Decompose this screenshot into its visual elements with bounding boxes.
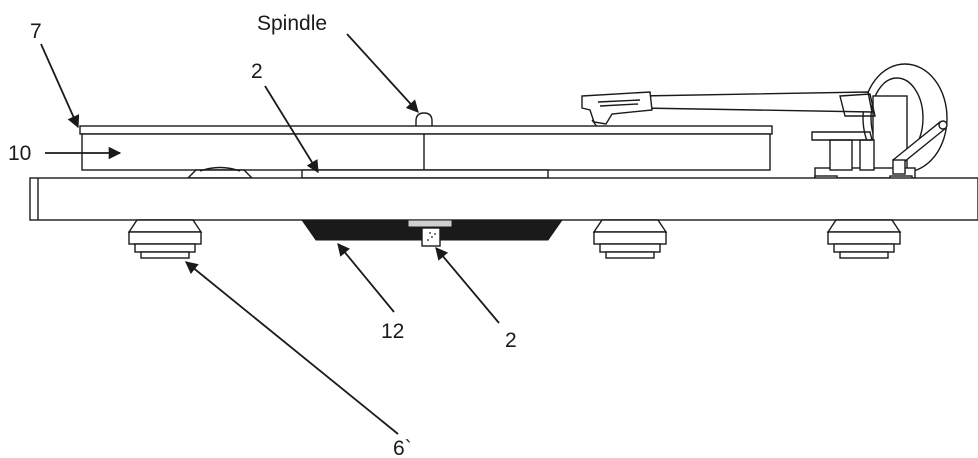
label-12: 12 xyxy=(381,320,404,343)
leader-spindle xyxy=(346,33,419,113)
platter-mat xyxy=(79,125,773,135)
foot-1 xyxy=(127,219,203,259)
label-6: 6` xyxy=(393,437,412,458)
label-2-top: 2 xyxy=(251,60,263,83)
leader-6 xyxy=(185,261,399,435)
motor-screw xyxy=(421,227,441,247)
leader-2-top xyxy=(264,85,319,174)
belt-pulley xyxy=(186,169,254,179)
motor-mount xyxy=(407,219,453,228)
subplatter xyxy=(301,169,549,179)
leader-2-bottom xyxy=(435,247,500,324)
foot-3 xyxy=(826,219,902,259)
label-2-bottom: 2 xyxy=(505,329,517,352)
headshell xyxy=(581,91,653,125)
platter xyxy=(79,125,773,178)
label-spindle: Spindle xyxy=(257,12,327,35)
foot-2 xyxy=(592,219,668,259)
leader-12 xyxy=(337,243,395,313)
leader-7 xyxy=(40,43,80,129)
label-7: 7 xyxy=(30,20,42,43)
tonearm-tube xyxy=(639,91,873,113)
platter-body xyxy=(81,133,771,171)
isolation-feet xyxy=(127,219,902,259)
spindle xyxy=(415,112,433,129)
plinth xyxy=(29,177,978,221)
label-10: 10 xyxy=(8,142,31,165)
